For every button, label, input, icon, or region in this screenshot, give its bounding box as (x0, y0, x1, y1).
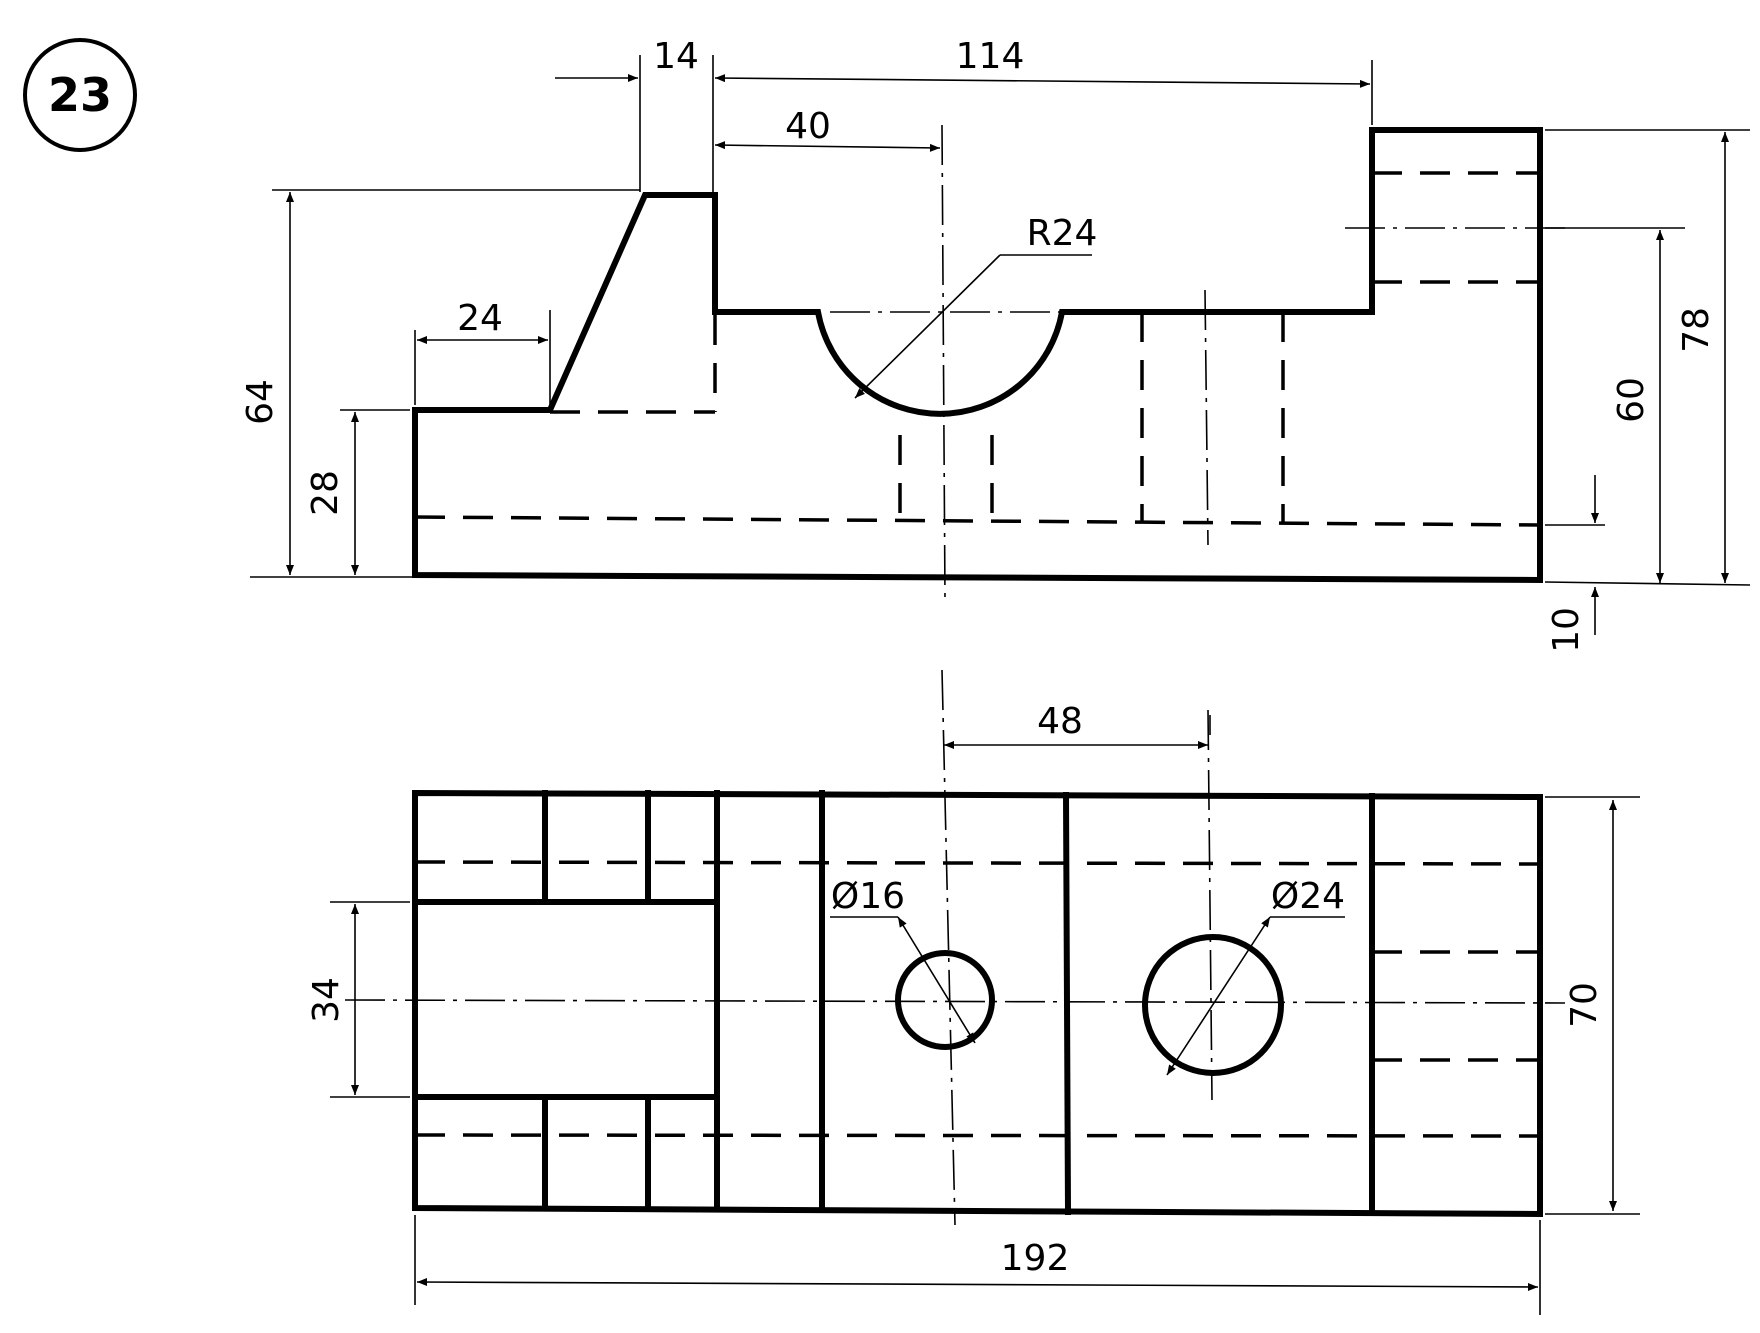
dim-r24: R24 (1027, 213, 1098, 254)
top-view-center-lines (344, 669, 1566, 1226)
front-view-hidden-lines (414, 171, 1541, 527)
dim-14: 14 (653, 36, 699, 77)
dim-64: 64 (240, 379, 281, 425)
dim-phi16: Ø16 (831, 876, 905, 917)
top-view-visible-lines (412, 789, 1543, 1218)
top-view-dimension-lines (351, 741, 1617, 1291)
dim-24: 24 (457, 298, 503, 339)
front-view: 14 114 40 R24 24 64 28 60 78 10 (240, 36, 1751, 653)
dim-34: 34 (306, 977, 347, 1023)
top-view-hidden-lines (414, 860, 1541, 1138)
dim-114: 114 (956, 36, 1025, 77)
top-view-dimension-texts: 48 Ø16 Ø24 34 70 192 (306, 701, 1605, 1279)
dim-phi24: Ø24 (1271, 876, 1345, 917)
dim-60: 60 (1611, 377, 1652, 423)
front-view-outline (412, 127, 1543, 584)
top-view: 48 Ø16 Ø24 34 70 192 (306, 669, 1640, 1315)
dim-70: 70 (1564, 982, 1605, 1028)
front-view-extension-lines (250, 55, 1751, 586)
problem-number: 23 (48, 68, 112, 122)
dim-48: 48 (1037, 701, 1083, 742)
dim-40: 40 (785, 106, 831, 147)
dim-28: 28 (305, 470, 346, 516)
front-view-center-lines (830, 124, 1565, 601)
top-view-extension-lines (330, 715, 1640, 1315)
dim-192: 192 (1001, 1238, 1070, 1279)
problem-number-badge: 23 (23, 38, 137, 152)
front-view-dimension-lines (286, 74, 1729, 635)
dim-78: 78 (1676, 307, 1717, 353)
front-view-dimension-texts: 14 114 40 R24 24 64 28 60 78 10 (240, 36, 1717, 653)
dim-10: 10 (1546, 607, 1587, 653)
